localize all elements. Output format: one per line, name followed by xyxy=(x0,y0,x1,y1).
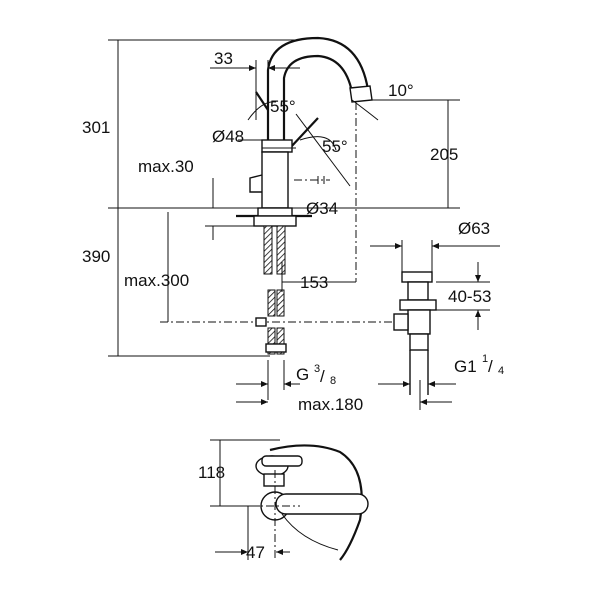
faucet-front-view xyxy=(160,36,395,355)
drain-flange xyxy=(399,299,437,311)
svg-text:G: G xyxy=(296,365,309,384)
dim-47: 47 xyxy=(246,543,265,562)
faucet-top-view xyxy=(210,439,369,561)
top-spout xyxy=(269,444,363,561)
dim-33: 33 xyxy=(214,49,233,68)
dim-max30: max.30 xyxy=(138,157,194,176)
dim-max180: max.180 xyxy=(298,395,363,414)
dim-10-deg: 10° xyxy=(388,81,414,100)
svg-text:8: 8 xyxy=(330,375,336,387)
dim-g1-1-4: G1 1 / 4 xyxy=(454,353,504,377)
lever-up xyxy=(255,91,269,111)
dim-max300: max.300 xyxy=(124,271,189,290)
dim-301: 301 xyxy=(82,118,110,137)
dim-d34: Ø34 xyxy=(306,199,338,218)
dimension-labels: 301 33 55° 10° Ø48 55° 205 max.30 Ø34 39… xyxy=(82,49,504,562)
top-spout-arm xyxy=(275,493,369,515)
spout-tip xyxy=(349,85,373,103)
svg-text:3: 3 xyxy=(314,363,320,375)
hose-left-bottom xyxy=(267,327,276,355)
spout-inner xyxy=(282,54,354,150)
hose-right-bottom xyxy=(276,327,285,355)
drain-tail xyxy=(409,333,429,351)
hose-right xyxy=(276,225,286,275)
lever-side xyxy=(289,117,319,149)
top-lever-base xyxy=(263,473,285,487)
spout-outer xyxy=(266,36,370,150)
drain-neck xyxy=(407,281,429,301)
svg-text:/: / xyxy=(320,367,325,386)
dim-d48: Ø48 xyxy=(212,127,244,146)
svg-text:1: 1 xyxy=(482,353,488,365)
dimension-lines xyxy=(108,39,500,410)
top-lever xyxy=(261,455,303,467)
base-ring xyxy=(257,207,293,217)
dim-390: 390 xyxy=(82,247,110,266)
pop-up-rod-handle xyxy=(249,174,263,193)
svg-text:G1: G1 xyxy=(454,357,477,376)
svg-text:/: / xyxy=(488,357,493,376)
connector-nut xyxy=(265,343,287,353)
dim-118: 118 xyxy=(198,463,225,482)
lever-housing xyxy=(261,139,293,153)
drain-body xyxy=(407,309,431,335)
pop-up-link xyxy=(393,313,409,331)
waste-valve xyxy=(393,271,437,395)
dim-40-53: 40-53 xyxy=(448,287,491,306)
drain-cap xyxy=(401,271,433,283)
dim-g38: G 3 / 8 xyxy=(296,363,336,387)
svg-text:4: 4 xyxy=(498,365,504,377)
dim-d63: Ø63 xyxy=(458,219,490,238)
dim-55-upper: 55° xyxy=(270,97,296,116)
faucet-body xyxy=(261,151,289,209)
mounting-plate xyxy=(253,215,297,227)
dim-205: 205 xyxy=(430,145,458,164)
dim-153: 153 xyxy=(300,273,328,292)
hose-left-lower xyxy=(267,289,276,317)
hose-right-lower xyxy=(276,289,285,317)
hose-left xyxy=(263,225,273,275)
dim-55-lower: 55° xyxy=(322,137,348,156)
